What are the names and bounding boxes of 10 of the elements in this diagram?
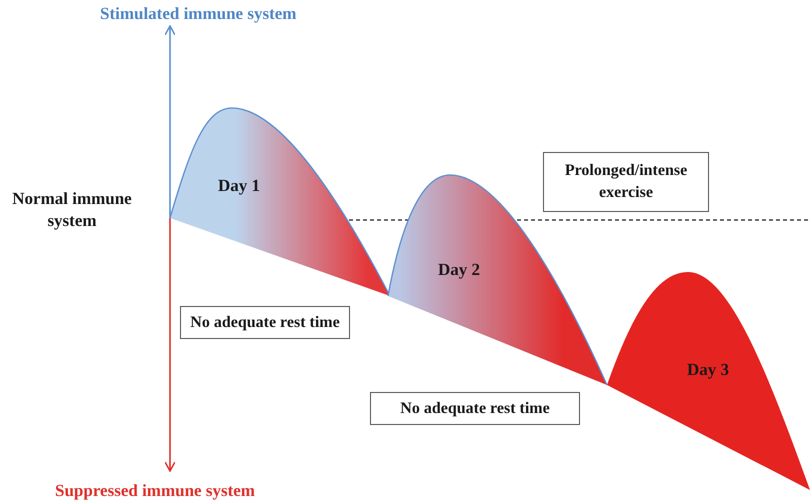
axis-label: Normal immune system bbox=[11, 188, 133, 232]
text-box: No adequate rest time bbox=[370, 392, 580, 425]
text-box: No adequate rest time bbox=[180, 306, 350, 339]
axis-label: Suppressed immune system bbox=[55, 480, 256, 502]
text-box: Prolonged/intense exercise bbox=[543, 152, 709, 212]
day-label: Day 1 bbox=[218, 176, 260, 196]
day-label: Day 3 bbox=[687, 360, 730, 380]
day-label: Day 2 bbox=[438, 260, 480, 280]
curve-area bbox=[607, 270, 810, 492]
axis-label: Stimulated immune system bbox=[100, 3, 298, 25]
